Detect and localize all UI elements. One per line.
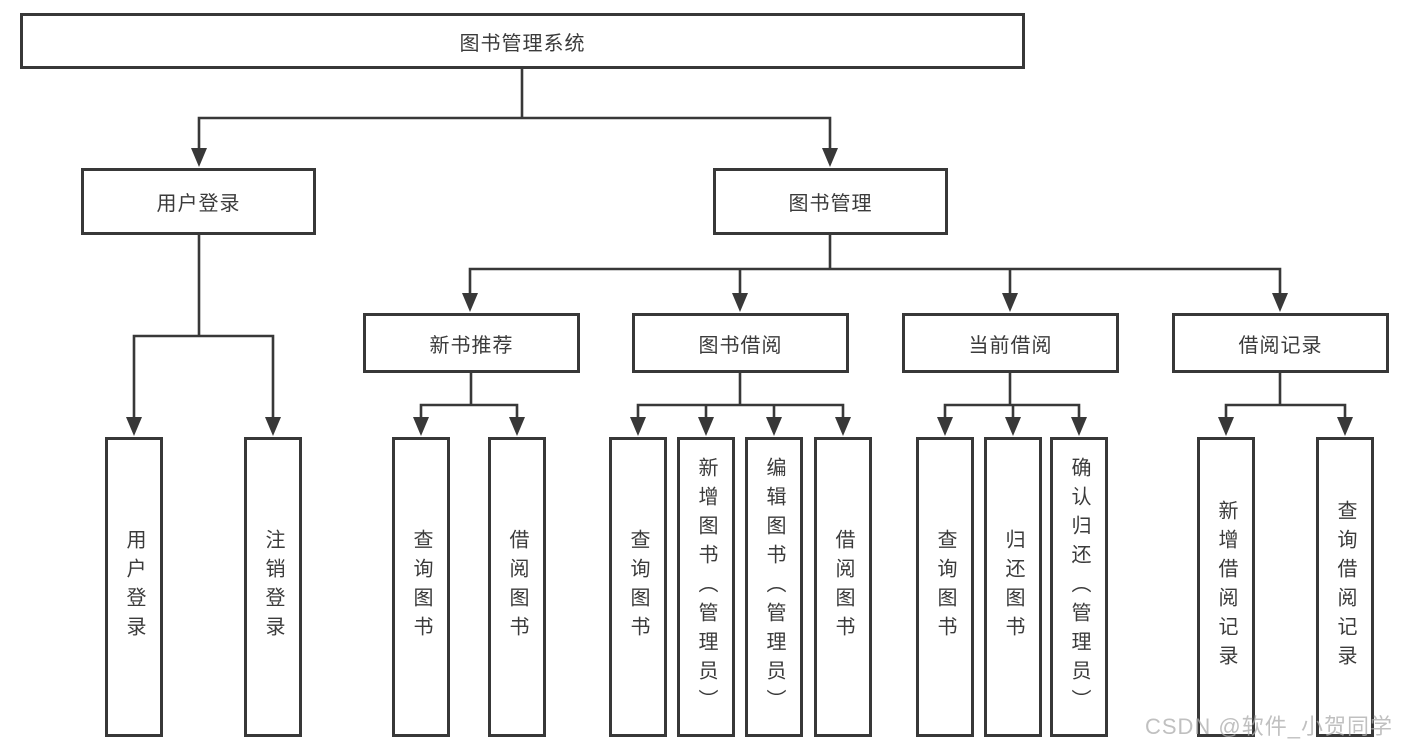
node-label: 用户登录 bbox=[123, 529, 145, 645]
leaf-records-query-record: 查询借阅记录 bbox=[1316, 437, 1374, 737]
node-book-management: 图书管理 bbox=[713, 168, 948, 235]
node-label: 查询图书 bbox=[627, 529, 649, 645]
node-library-management-system: 图书管理系统 bbox=[20, 13, 1025, 69]
node-label: 当前借阅 bbox=[968, 334, 1053, 357]
node-label: 查询图书 bbox=[410, 529, 432, 645]
leaf-borrowing-borrow-books: 借阅图书 bbox=[814, 437, 872, 737]
node-label: 图书管理系统 bbox=[459, 32, 586, 55]
node-label: 借阅图书 bbox=[506, 529, 528, 645]
leaf-borrowing-add-books-admin: 新增图书（管理员） bbox=[677, 437, 735, 737]
leaf-current-confirm-return-admin: 确认归还（管理员） bbox=[1050, 437, 1108, 737]
leaf-borrowing-edit-books-admin: 编辑图书（管理员） bbox=[745, 437, 803, 737]
node-label: 新增图书（管理员） bbox=[695, 456, 717, 718]
node-label: 新增借阅记录 bbox=[1215, 500, 1237, 674]
node-label: 图书借阅 bbox=[698, 334, 783, 357]
node-label: 查询图书 bbox=[934, 529, 956, 645]
node-label: 查询借阅记录 bbox=[1334, 500, 1356, 674]
node-new-book-recommendation: 新书推荐 bbox=[363, 313, 580, 373]
node-label: 注销登录 bbox=[262, 529, 284, 645]
node-current-borrowing: 当前借阅 bbox=[902, 313, 1119, 373]
node-label: 新书推荐 bbox=[429, 334, 514, 357]
leaf-borrowing-query-books: 查询图书 bbox=[609, 437, 667, 737]
node-label: 编辑图书（管理员） bbox=[763, 456, 785, 718]
leaf-user-login: 用户登录 bbox=[105, 437, 163, 737]
node-label: 用户登录 bbox=[156, 193, 241, 215]
node-label: 借阅图书 bbox=[832, 529, 854, 645]
leaf-records-add-record: 新增借阅记录 bbox=[1197, 437, 1255, 737]
node-book-borrowing: 图书借阅 bbox=[632, 313, 849, 373]
leaf-current-query-books: 查询图书 bbox=[916, 437, 974, 737]
leaf-logout: 注销登录 bbox=[244, 437, 302, 737]
leaf-recommend-query-books: 查询图书 bbox=[392, 437, 450, 737]
node-label: 确认归还（管理员） bbox=[1068, 456, 1090, 718]
leaf-recommend-borrow-books: 借阅图书 bbox=[488, 437, 546, 737]
node-label: 借阅记录 bbox=[1238, 334, 1323, 357]
node-user-login-branch: 用户登录 bbox=[81, 168, 316, 235]
node-label: 归还图书 bbox=[1002, 529, 1024, 645]
node-borrowing-records: 借阅记录 bbox=[1172, 313, 1389, 373]
leaf-current-return-books: 归还图书 bbox=[984, 437, 1042, 737]
csdn-watermark: CSDN @软件_小贺同学 bbox=[1144, 714, 1393, 739]
node-label: 图书管理 bbox=[788, 193, 873, 215]
